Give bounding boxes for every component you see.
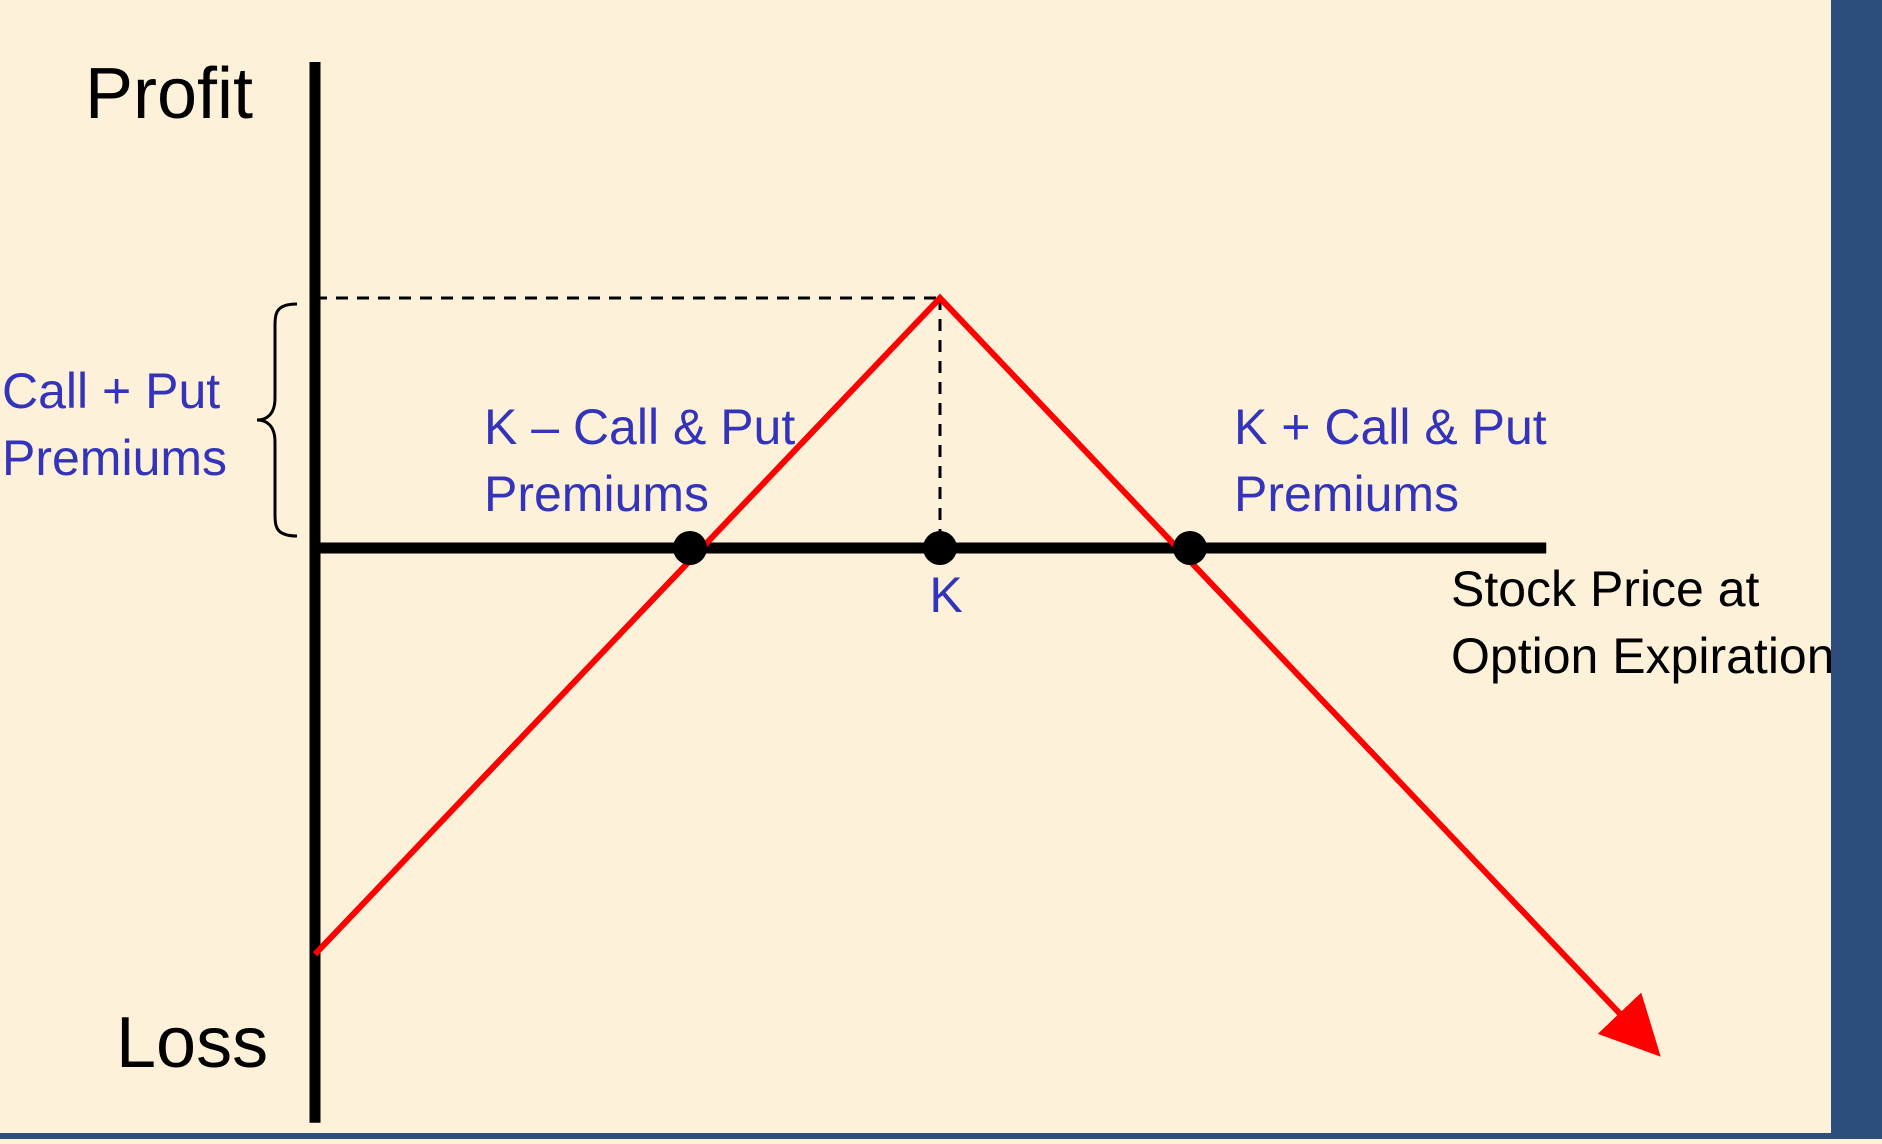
upper-breakeven-point — [1173, 531, 1207, 565]
upper-breakeven-label-line2: Premiums — [1234, 466, 1459, 522]
payoff-series-line — [312, 293, 1661, 1057]
lower-breakeven-label-line1: K – Call & Put — [484, 399, 795, 455]
lower-breakeven-point — [673, 531, 707, 565]
premium-label-line1: Call + Put — [2, 363, 220, 419]
slide-frame-right — [1831, 0, 1882, 1139]
lower-breakeven-label-line2: Premiums — [484, 466, 709, 522]
strike-label: K — [929, 567, 962, 623]
slide-frame-bottom — [0, 1133, 1882, 1139]
y-axis-label-loss: Loss — [116, 1003, 268, 1083]
strike-point — [923, 531, 957, 565]
premium-brace — [256, 302, 298, 538]
x-axis-label-line1: Stock Price at — [1451, 561, 1760, 617]
upper-breakeven-label-line1: K + Call & Put — [1234, 399, 1547, 455]
x-axis-label-line2: Option Expiration — [1451, 628, 1835, 684]
y-axis-label-profit: Profit — [85, 54, 253, 134]
premium-label-line2: Premiums — [2, 430, 227, 486]
